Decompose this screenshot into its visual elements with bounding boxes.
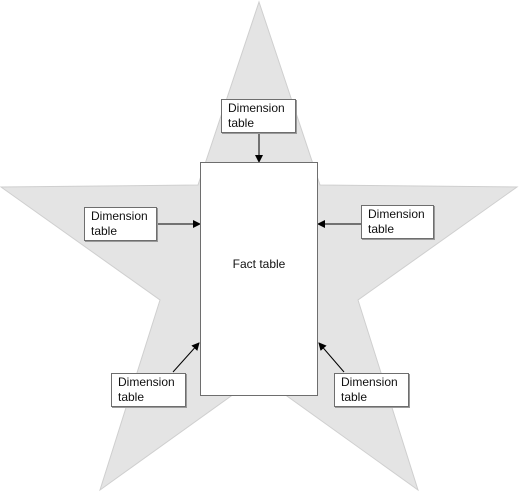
- dimension-label-line2: table: [118, 390, 145, 404]
- dimension-label-line1: Dimension: [228, 101, 285, 115]
- dimension-label-line2: table: [228, 116, 255, 130]
- fact-table-box: Fact table: [200, 162, 318, 396]
- dimension-label-line1: Dimension: [368, 207, 425, 221]
- dimension-table-bottom-left: Dimension table: [111, 373, 186, 407]
- dimension-table-left: Dimension table: [84, 207, 157, 241]
- dimension-label-line1: Dimension: [341, 375, 398, 389]
- dimension-label-line2: table: [368, 222, 395, 236]
- dimension-label-line1: Dimension: [118, 375, 175, 389]
- dimension-label-line2: table: [341, 390, 368, 404]
- dimension-label-line2: table: [91, 224, 118, 238]
- arrow-bottom-left: [172, 342, 200, 373]
- arrow-bottom-right: [318, 342, 345, 373]
- dimension-table-right: Dimension table: [361, 205, 434, 239]
- dimension-label-line1: Dimension: [91, 209, 148, 223]
- dimension-table-bottom-right: Dimension table: [334, 373, 409, 407]
- dimension-table-top: Dimension table: [221, 99, 296, 133]
- fact-table-label: Fact table: [232, 257, 286, 271]
